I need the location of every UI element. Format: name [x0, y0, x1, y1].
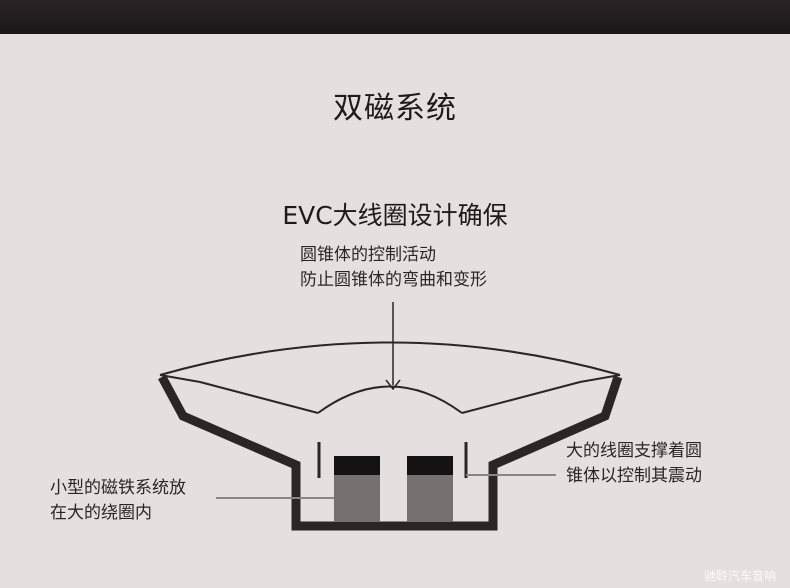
top-bar — [0, 0, 790, 34]
cone-top-arc — [159, 341, 621, 376]
leader-lines — [216, 302, 556, 499]
cone-left-surround — [159, 374, 201, 383]
magnet-right-body — [407, 475, 453, 522]
speaker-frame — [158, 374, 623, 531]
diagram-subtitle: EVC大线圈设计确保 — [282, 201, 508, 230]
leader-arrowhead — [385, 379, 401, 391]
cone-right-surround — [579, 374, 621, 383]
magnet-assembly — [334, 456, 453, 522]
annotation-large-coil: 大的线圈支撑着圆 锥体以控制其震动 — [566, 439, 702, 489]
diagram-title: 双磁系统 — [333, 91, 457, 126]
magnet-left-body — [334, 475, 380, 522]
annotation-coil-line-1: 大的线圈支撑着圆 — [566, 441, 702, 461]
cone-left-slope — [199, 381, 319, 414]
annotation-magnet-line-2: 在大的绕圈内 — [50, 503, 152, 523]
cone-right-slope — [461, 381, 581, 414]
speaker-cone — [159, 341, 621, 414]
annotation-coil-line-2: 锥体以控制其震动 — [566, 466, 702, 486]
annotation-cone-control: 圆锥体的控制活动 防止圆锥体的弯曲和变形 — [300, 243, 487, 293]
watermark: 驰聆汽车音响 — [703, 569, 776, 583]
annotation-cone-line-2: 防止圆锥体的弯曲和变形 — [300, 270, 487, 290]
annotation-magnet-system: 小型的磁铁系统放 在大的绕圈内 — [50, 476, 186, 526]
magnet-left-cap — [334, 456, 380, 475]
magnet-right-cap — [407, 456, 453, 475]
annotation-cone-line-1: 圆锥体的控制活动 — [300, 245, 436, 265]
voice-coil — [317, 442, 468, 478]
annotation-magnet-line-1: 小型的磁铁系统放 — [50, 478, 186, 498]
dust-cap — [317, 385, 463, 414]
